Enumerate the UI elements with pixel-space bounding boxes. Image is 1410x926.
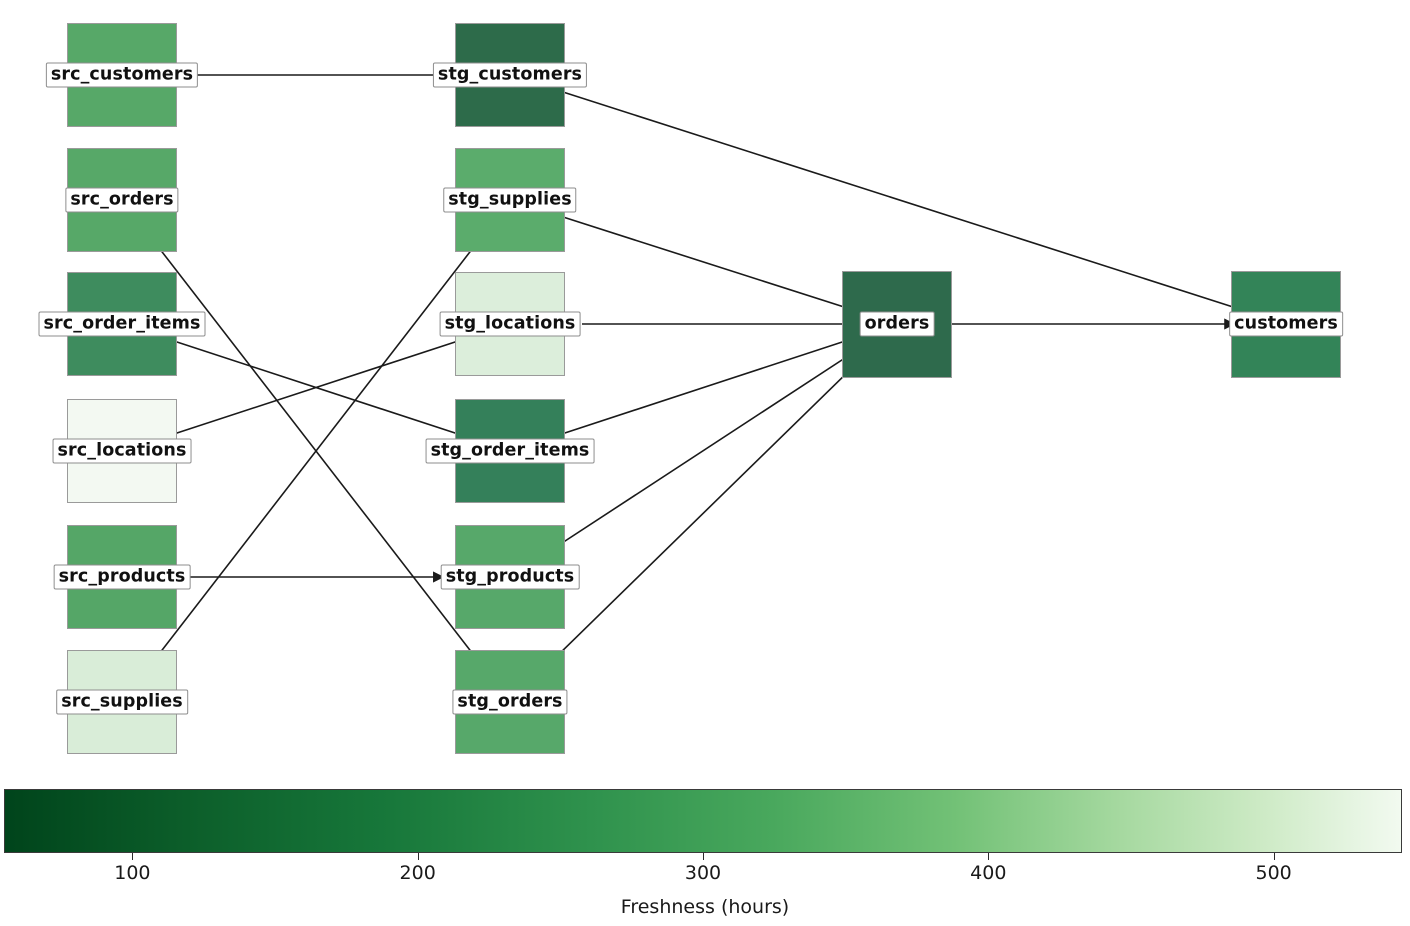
node-label-stg_customers: stg_customers xyxy=(432,62,588,88)
node-label-src_supplies: src_supplies xyxy=(56,689,188,715)
edge-stg_supplies-to-orders xyxy=(550,212,862,315)
colorbar-tick-mark xyxy=(1273,853,1275,860)
node-label-stg_products: stg_products xyxy=(440,564,580,590)
node-label-stg_orders: stg_orders xyxy=(452,689,568,715)
edge-stg_order_items-to-orders xyxy=(549,333,862,439)
colorbar-tick-label: 500 xyxy=(1255,862,1292,884)
colorbar: 100 200 300 400 500 Freshness (hours) xyxy=(0,780,1410,926)
node-label-customers: customers xyxy=(1229,311,1343,337)
edge-stg_orders-to-orders xyxy=(522,336,885,690)
colorbar-tick-mark xyxy=(988,853,990,860)
node-label-stg_locations: stg_locations xyxy=(439,311,581,337)
edge-src_order_items-to-stg_order_items xyxy=(161,336,472,441)
edge-layer xyxy=(131,74,1247,690)
edge-src_locations-to-stg_locations xyxy=(161,334,472,439)
colorbar-tick-mark xyxy=(703,853,704,860)
edges-group xyxy=(131,74,1247,690)
node-label-src_products: src_products xyxy=(53,564,191,590)
node-label-orders: orders xyxy=(859,311,935,337)
node-label-src_orders: src_orders xyxy=(65,187,179,213)
colorbar-tick-label: 300 xyxy=(684,862,722,884)
colorbar-tick-label: 100 xyxy=(114,862,151,884)
node-label-src_order_items: src_order_items xyxy=(38,311,206,337)
node-label-stg_order_items: stg_order_items xyxy=(425,438,595,464)
colorbar-tick-label: 200 xyxy=(399,862,436,884)
colorbar-tick-mark xyxy=(132,853,134,860)
node-label-stg_supplies: stg_supplies xyxy=(443,187,577,213)
colorbar-tick-mark xyxy=(417,853,419,860)
colorbar-gradient xyxy=(4,789,1402,853)
node-label-src_locations: src_locations xyxy=(52,438,192,464)
colorbar-tick-label: 400 xyxy=(970,862,1007,884)
node-label-src_customers: src_customers xyxy=(45,62,199,88)
colorbar-axis-label: Freshness (hours) xyxy=(620,896,790,918)
